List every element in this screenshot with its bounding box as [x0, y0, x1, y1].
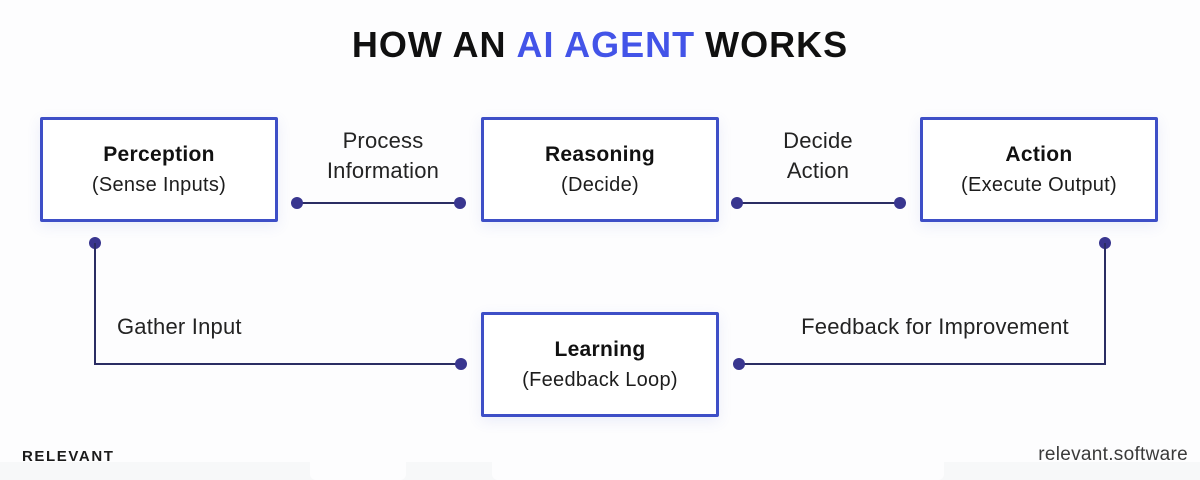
connector-label-decide: Decide Action — [783, 128, 853, 183]
brand-logo: RELEVANT — [22, 448, 115, 465]
bottom-card — [310, 455, 406, 480]
connector-line-process — [297, 202, 460, 204]
connector-label-gather: Gather Input — [117, 314, 242, 339]
node-title: Learning — [554, 337, 646, 361]
connector-line-gather — [94, 243, 96, 365]
node-perception: Perception (Sense Inputs) — [40, 117, 278, 222]
connector-dot — [291, 197, 303, 209]
connector-line-decide — [737, 202, 900, 204]
connector-dot — [731, 197, 743, 209]
connector-line-gather — [94, 363, 461, 365]
connector-line-feedback — [739, 363, 1106, 365]
bottom-card — [492, 455, 944, 480]
node-title: Action — [1005, 142, 1073, 166]
connector-line-feedback — [1104, 243, 1106, 365]
title-prefix: HOW AN — [351, 24, 507, 65]
node-reasoning: Reasoning (Decide) — [481, 117, 719, 222]
node-title: Reasoning — [544, 142, 656, 166]
connector-label-feedback: Feedback for Improvement — [801, 314, 1069, 339]
connector-dot — [454, 197, 466, 209]
title-suffix: WORKS — [705, 24, 849, 65]
website-text: relevant.software — [1038, 444, 1188, 465]
node-title: Perception — [103, 142, 215, 166]
node-action: Action (Execute Output) — [920, 117, 1158, 222]
node-subtitle: (Sense Inputs) — [91, 173, 227, 196]
connector-dot — [455, 358, 467, 370]
connector-label-process: Process Information — [326, 128, 440, 183]
node-learning: Learning (Feedback Loop) — [481, 312, 719, 417]
node-subtitle: (Execute Output) — [961, 173, 1117, 196]
connector-dot — [733, 358, 745, 370]
connector-dot — [894, 197, 906, 209]
title-highlight: AI AGENT — [516, 24, 696, 65]
node-subtitle: (Decide) — [561, 173, 639, 196]
node-subtitle: (Feedback Loop) — [522, 368, 678, 391]
